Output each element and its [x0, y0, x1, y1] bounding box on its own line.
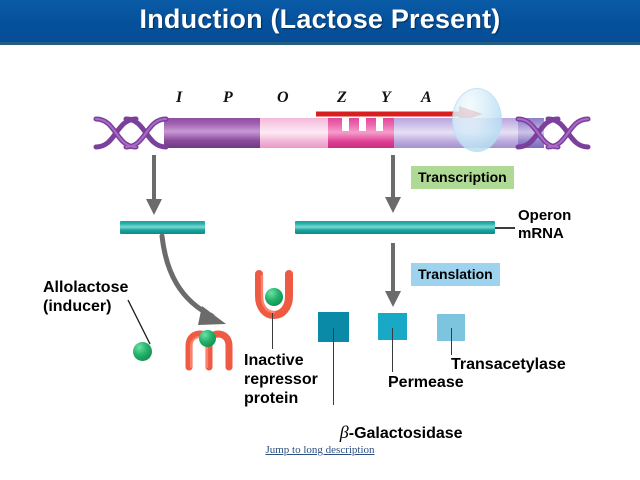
arrow-transcription	[381, 155, 405, 215]
operon-mrna-leader-line	[495, 227, 515, 229]
arrow-translation	[381, 243, 405, 309]
operator-notch-left	[342, 118, 349, 131]
operator-notch-right	[376, 118, 383, 131]
allolactose-molecule-icon	[133, 342, 152, 361]
page-title: Induction (Lactose Present)	[139, 4, 501, 34]
dna-segment-operator-o	[328, 118, 394, 148]
gene-label-y: Y	[381, 89, 391, 106]
gene-label-o: O	[277, 89, 289, 106]
title-bar	[0, 0, 640, 45]
dna-helix-right	[515, 116, 591, 150]
operon-mrna-bar	[295, 221, 495, 234]
rna-polymerase-icon	[452, 88, 502, 152]
beta-galactosidase-leader-line	[333, 328, 334, 405]
translation-label: Translation	[411, 263, 500, 286]
gene-label-a: A	[421, 89, 432, 106]
transacetylase-label: Transacetylase	[451, 356, 566, 373]
inactive-repressor-label-line2: repressor	[244, 371, 318, 388]
repressor-mrna-bar	[120, 221, 205, 234]
arrow-mrna-to-repressor	[140, 233, 240, 339]
allolactose-label-line2: (inducer)	[43, 298, 112, 315]
dna-segment-regulatory-gene-i	[164, 118, 260, 148]
operator-notch-mid	[359, 118, 366, 131]
gene-label-i: I	[176, 89, 183, 106]
permease-leader-line	[392, 328, 393, 372]
gene-label-p: P	[223, 89, 233, 106]
transcription-label: Transcription	[411, 166, 514, 189]
inducer-in-repressor-icon	[265, 288, 283, 306]
beta-galactosidase-label-text: -Galactosidase	[348, 424, 463, 442]
inactive-repressor-leader-line	[272, 313, 273, 349]
beta-galactosidase-label: β-Galactosidase	[322, 404, 463, 461]
operon-mrna-label-line2: mRNA	[518, 225, 564, 242]
jump-to-long-description-link[interactable]: Jump to long description	[265, 444, 375, 456]
gene-label-z: Z	[337, 89, 347, 106]
arrow-i-to-mrna	[142, 155, 166, 217]
allolactose-label-line1: Allolactose	[43, 279, 129, 296]
allolactose-bound-to-repressor-icon	[199, 330, 216, 347]
dna-segment-promoter-p	[260, 118, 328, 148]
transacetylase-leader-line	[451, 328, 452, 355]
inactive-repressor-label-line1: Inactive	[244, 352, 304, 369]
operon-mrna-label-line1: Operon	[518, 207, 572, 224]
inactive-repressor-label-line3: protein	[244, 390, 299, 407]
dna-helix-left	[93, 116, 169, 150]
allolactose-leader-line	[127, 299, 158, 350]
beta-symbol: β	[339, 421, 349, 442]
title-bar-bottom-edge	[0, 42, 640, 45]
permease-label: Permease	[388, 374, 464, 391]
inactive-repressor-icon	[254, 270, 294, 320]
